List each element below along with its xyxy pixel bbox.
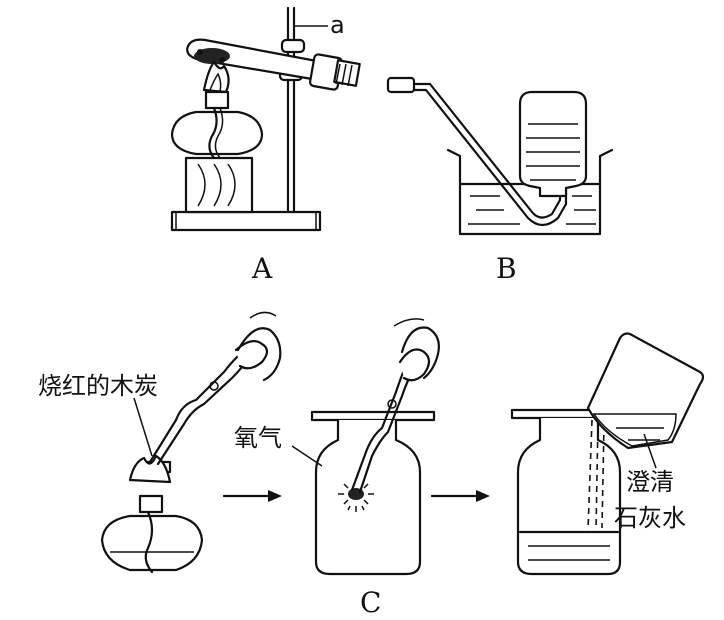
- limewater-pointer: [643, 433, 657, 469]
- arrow-2-icon: [430, 490, 490, 502]
- step2-tongs: [350, 318, 440, 494]
- label-B: B: [496, 252, 517, 285]
- alcohol-lamp: [170, 90, 264, 160]
- label-C: C: [360, 586, 381, 619]
- step1-tongs: [148, 311, 282, 466]
- rubber-tube-end: [386, 76, 416, 94]
- delivery-tube: [412, 82, 562, 219]
- label-limewater-1: 澄清: [626, 468, 674, 496]
- oxygen-pointer: [291, 445, 323, 467]
- pouring-stream: [587, 419, 605, 531]
- label-A: A: [251, 252, 273, 285]
- reagent-powder: [194, 48, 230, 64]
- limewater-bottle: [510, 408, 636, 576]
- step1-lamp: [100, 454, 204, 574]
- beaker: [586, 332, 705, 450]
- inner-flame: [209, 72, 222, 93]
- arrow-1-icon: [222, 490, 282, 502]
- label-charcoal: 烧红的木炭: [38, 372, 158, 400]
- apparatus-c: 烧红的木炭: [38, 311, 705, 619]
- iron-stand-base: [170, 210, 322, 232]
- label-oxygen: 氧气: [234, 424, 282, 452]
- iron-stand-rod: [286, 6, 296, 214]
- charcoal-pointer: [133, 397, 153, 457]
- wooden-block: [184, 156, 254, 214]
- label-a: a: [330, 11, 345, 39]
- apparatus-b: B: [386, 76, 614, 285]
- collecting-bottle: [518, 90, 588, 198]
- oxygen-bottle: [310, 410, 436, 576]
- label-limewater-2: 石灰水: [614, 504, 686, 532]
- apparatus-a: a A: [170, 6, 361, 285]
